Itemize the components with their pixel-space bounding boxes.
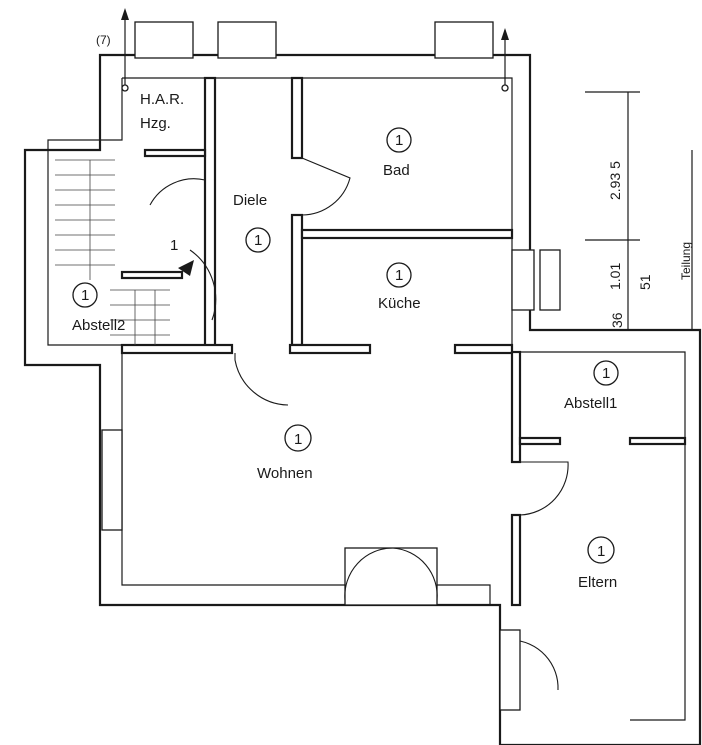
- room-abstell2-badge-circle: [72, 282, 98, 308]
- entry-marker: [178, 260, 194, 276]
- doors: [149, 157, 569, 711]
- room-diele-label: Diele: [233, 192, 267, 209]
- room-har-line1: H.A.R.: [140, 91, 184, 108]
- room-diele-badge-circle: [245, 227, 271, 253]
- dimension-lines: [585, 91, 693, 331]
- room-bad-badge-circle: [386, 127, 412, 153]
- room-kueche-badge-circle: [386, 262, 412, 288]
- dimension-1: 2.93 5: [607, 161, 623, 200]
- vent-markers: [121, 8, 509, 92]
- top-marker-label: (7): [96, 33, 111, 47]
- room-wohnen-label: Wohnen: [257, 465, 313, 482]
- interior-walls: [120, 76, 687, 607]
- staircase: [55, 159, 170, 345]
- room-wohnen-badge: 1: [294, 431, 302, 448]
- dimension-3: 51: [637, 274, 653, 290]
- room-wohnen-badge-circle: [284, 424, 312, 452]
- teilung-label: Teilung: [679, 242, 693, 280]
- room-abstell2-badge: 1: [81, 287, 89, 304]
- dimension-4: 36: [609, 312, 625, 328]
- room-abstell1-badge-circle: [593, 360, 619, 386]
- room-abstell1-badge: 1: [602, 365, 610, 382]
- entry-number: 1: [170, 237, 178, 254]
- room-diele-badge: 1: [254, 232, 262, 249]
- room-eltern-badge-circle: [587, 536, 615, 564]
- windows: [101, 21, 561, 606]
- room-kueche-badge: 1: [395, 267, 403, 284]
- room-eltern-label: Eltern: [578, 574, 617, 591]
- room-bad-badge: 1: [395, 132, 403, 149]
- room-kueche-label: Küche: [378, 295, 421, 312]
- room-bad-label: Bad: [383, 162, 410, 179]
- room-abstell1-label: Abstell1: [564, 395, 617, 412]
- room-abstell2-label: Abstell2: [72, 317, 125, 334]
- dimension-2: 1.01: [607, 263, 623, 290]
- room-har-line2: Hzg.: [140, 115, 171, 132]
- room-eltern-badge: 1: [597, 543, 605, 560]
